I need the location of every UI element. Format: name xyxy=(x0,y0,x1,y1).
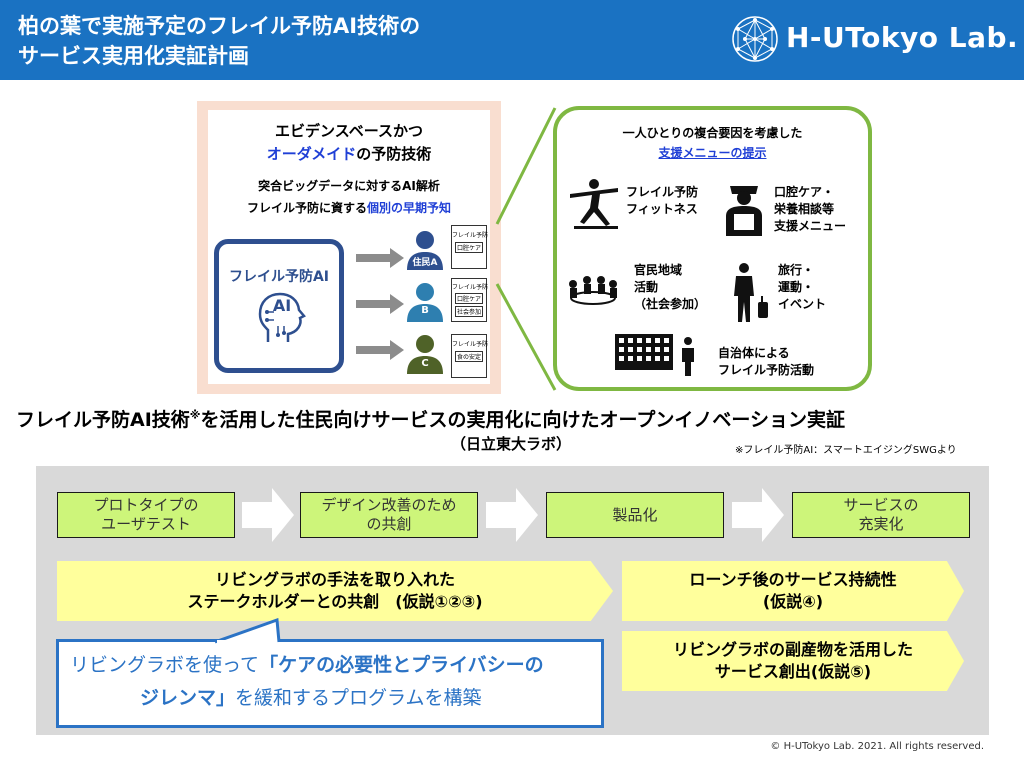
callout-line2-rest: を緩和するプログラムを構築 xyxy=(235,687,482,709)
main-heading-sub: （日立東大ラボ） xyxy=(451,435,572,453)
page-title-line1: 柏の葉で実施予定のフレイル予防AI技術の xyxy=(18,14,421,38)
callout-pointer xyxy=(215,618,281,644)
page-title-line2: サービス実用化実証計画 xyxy=(18,44,249,68)
left-line2: オーダメイドの予防技術 xyxy=(208,143,490,164)
ai-source-note: ※フレイル予防AI：スマートエイジングSWGより xyxy=(735,445,957,456)
resident-a-person-icon xyxy=(407,231,443,270)
resident-b-label: B xyxy=(421,305,429,316)
callout-line2: ジレンマ」を緩和するプログラムを構築 xyxy=(140,683,481,713)
bar-living-lab-cocreation: リビングラボの手法を取り入れた ステークホルダーとの共創 (仮説①②③) xyxy=(57,561,613,621)
copyright-footer: © H-UTokyo Lab. 2021. All rights reserve… xyxy=(770,741,984,752)
callout-line1-pre: リビングラボを使って xyxy=(70,654,260,676)
left-line3: 突合ビッグデータに対するAI解析 xyxy=(258,179,440,193)
ai-output-arrows xyxy=(356,248,404,360)
panel-connector-lines xyxy=(495,107,557,391)
step-design-cocreation-label: デザイン改善のため の共創 xyxy=(321,496,457,533)
resident-a-label: 住民A xyxy=(412,258,438,268)
resident-c-document: フレイル予防 食の安定 xyxy=(451,334,489,378)
resident-a-document: フレイル予防 口腔ケア xyxy=(451,225,489,269)
support-item-fitness: フレイル予防 フィットネス xyxy=(626,185,699,216)
yoga-pose-icon xyxy=(570,179,618,229)
doc-b-item1: 口腔ケア xyxy=(455,293,483,304)
left-line4: フレイル予防に資する個別の早期予知 xyxy=(208,199,490,216)
step-design-cocreation: デザイン改善のため の共創 xyxy=(300,492,478,538)
doc-b-title: フレイル予防 xyxy=(452,284,489,291)
support-menu-panel xyxy=(553,106,872,391)
left-line2-rest: の予防技術 xyxy=(356,145,432,163)
doc-a-title: フレイル予防 xyxy=(452,232,489,239)
traveler-icon xyxy=(734,263,768,322)
callout-line2-bold: ジレンマ」 xyxy=(140,687,236,709)
consultant-icon xyxy=(726,186,762,236)
dilemma-callout xyxy=(56,639,604,728)
step-prototype-test-label: プロトタイプの ユーザテスト xyxy=(93,496,199,533)
frailty-ai-box xyxy=(214,239,344,373)
left-line1: エビデンスベースかつ xyxy=(275,122,423,140)
official-person-icon xyxy=(682,337,694,376)
step-prototype-test: プロトタイプの ユーザテスト xyxy=(57,492,235,538)
callout-line1: リビングラボを使って「ケアの必要性とプライバシーの xyxy=(70,650,544,680)
main-heading-post: を活用した住民向けサービスの実用化に向けたオープンイノベーション実証 xyxy=(200,409,845,431)
flow-arrow-2 xyxy=(486,488,538,542)
resident-c-label: C xyxy=(421,358,429,369)
doc-c-item1: 食の安定 xyxy=(455,351,483,362)
step-service-enhancement: サービスの 充実化 xyxy=(792,492,970,538)
resident-b-person-icon xyxy=(407,283,443,322)
city-hall-icon xyxy=(615,334,673,370)
main-heading: フレイル予防AI技術※を活用した住民向けサービスの実用化に向けたオープンイノベー… xyxy=(16,405,845,432)
main-heading-mark: ※ xyxy=(189,408,201,422)
bar-post-launch: ローンチ後のサービス持続性 (仮説④) xyxy=(622,561,964,621)
bar-post-launch-text: ローンチ後のサービス持続性 (仮説④) xyxy=(689,570,897,611)
support-item-oral-care: 口腔ケア・ 栄養相談等 支援メニュー xyxy=(774,185,847,233)
resident-b-document: フレイル予防 口腔ケア 社会参加 xyxy=(451,278,489,322)
flow-arrow-3 xyxy=(732,488,784,542)
support-menu-title: 一人ひとりの複合要因を考慮した xyxy=(622,126,803,140)
doc-c-title: フレイル予防 xyxy=(452,341,489,348)
meeting-table-icon xyxy=(569,276,617,305)
frailty-ai-label: フレイル予防AI xyxy=(228,269,330,285)
left-line2-highlight: オーダメイド xyxy=(266,145,357,163)
bar-byproduct-services: リビングラボの副産物を活用した サービス創出(仮説⑤) xyxy=(622,631,964,691)
bar-byproduct-services-text: リビングラボの副産物を活用した サービス創出(仮説⑤) xyxy=(672,640,913,681)
callout-line1-bold: 「ケアの必要性とプライバシーの xyxy=(259,654,544,676)
left-line4-highlight: 個別の早期予知 xyxy=(367,201,452,215)
step-productization: 製品化 xyxy=(546,492,724,538)
flow-arrow-1 xyxy=(242,488,294,542)
main-heading-pre: フレイル予防AI技術 xyxy=(16,409,190,431)
support-item-travel: 旅行・ 運動・ イベント xyxy=(778,263,827,311)
left-line4-pre: フレイル予防に資する xyxy=(246,201,367,215)
header-bar xyxy=(0,0,1024,80)
ai-icon-text: AI xyxy=(272,296,292,315)
support-item-community: 官民地域 活動 （社会参加） xyxy=(634,263,707,311)
bar-living-lab-cocreation-text: リビングラボの手法を取り入れた ステークホルダーとの共創 (仮説①②③) xyxy=(187,570,483,611)
step-service-enhancement-label: サービスの 充実化 xyxy=(843,496,919,533)
resident-c-person-icon xyxy=(407,335,443,374)
step-productization-label: 製品化 xyxy=(612,505,658,524)
doc-a-item1: 口腔ケア xyxy=(455,242,483,253)
ai-brain-head-icon xyxy=(258,292,306,342)
support-item-municipality: 自治体による フレイル予防活動 xyxy=(718,346,815,377)
network-globe-logo-icon xyxy=(732,16,778,62)
support-menu-subtitle: 支援メニューの提示 xyxy=(658,146,767,160)
doc-b-item2: 社会参加 xyxy=(455,306,483,317)
lab-logo-text: H-UTokyo Lab. xyxy=(786,21,1019,54)
